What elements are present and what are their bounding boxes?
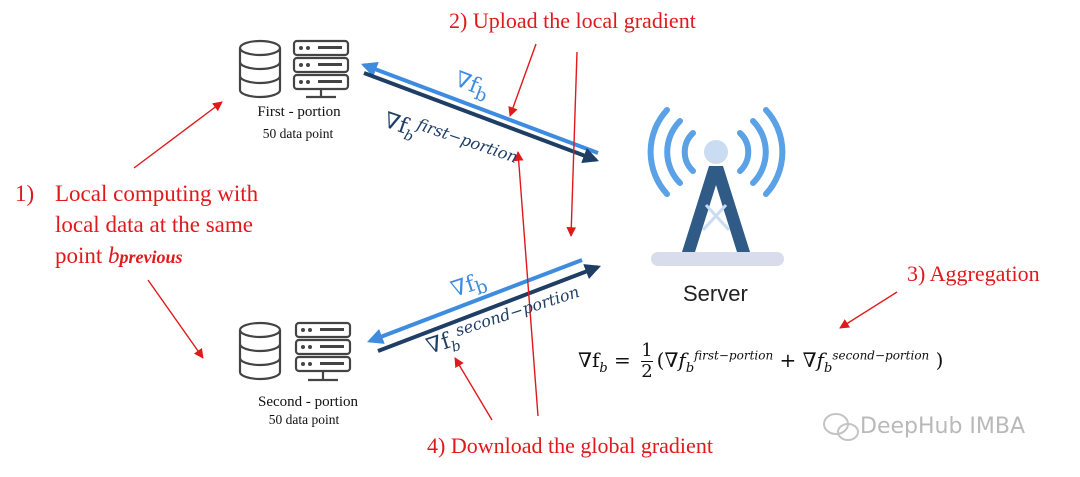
download-step-label: 4) Download the global gradient (427, 433, 713, 458)
formula-sub2: b (824, 361, 833, 376)
formula-sub1: b (685, 361, 695, 376)
rack-lights (301, 328, 344, 366)
formula-open: (∇ (656, 348, 679, 372)
local-line-1: Local computing with (55, 181, 259, 206)
database-icon (238, 321, 282, 381)
watermark: DeepHub IMBA (860, 414, 1026, 439)
client-first-data: 50 data point (262, 126, 334, 141)
client-first-name: First - portion (257, 104, 341, 120)
annotation-arrow (508, 43, 537, 117)
formula-close: ) (929, 348, 944, 372)
server-rack-icon (294, 321, 352, 382)
download-arrow-top (361, 62, 599, 155)
annotation-arrow (454, 357, 493, 421)
database-icon (238, 39, 282, 99)
client-second-name: Second - portion (258, 394, 358, 410)
numerator: 1 (641, 340, 653, 362)
variable-b-subscript: previous (119, 247, 183, 267)
formula-f2: f (816, 348, 825, 372)
formula-f1: f (678, 348, 686, 372)
server-label: Server (683, 281, 748, 306)
download-arrow-bottom (367, 258, 583, 344)
annotation-arrow (839, 291, 898, 329)
aggregation-step-label: 3) Aggregation (907, 261, 1040, 286)
rack-lights (299, 46, 342, 84)
formula-lhs: ∇f (578, 348, 600, 372)
server-tower-icon (647, 107, 786, 266)
formula-sup2: second−portion (832, 348, 930, 363)
local-line-2: local data at the same (55, 212, 253, 237)
client-second-data: 50 data point (268, 412, 340, 427)
annotation-arrow (147, 279, 204, 359)
formula-sup1: first−portion (694, 348, 774, 363)
step-number: 1) (15, 181, 35, 206)
annotation-arrow (133, 101, 223, 169)
server-rack-icon (292, 39, 350, 99)
formula-eq: = (607, 348, 638, 372)
formula-plus: + ∇ (773, 348, 817, 372)
upload-arrow-top (363, 71, 599, 163)
denominator: 2 (641, 361, 653, 382)
upload-step-label: 2) Upload the local gradient (449, 8, 696, 33)
formula-lhs-sub: b (599, 361, 608, 376)
annotation-arrow (513, 151, 539, 417)
upload-arrow-bottom (377, 264, 601, 353)
local-computing-text: Local computing with local data at the s… (55, 178, 295, 273)
local-line-3: point (55, 243, 109, 268)
variable-b: b (108, 243, 120, 268)
wechat-icon (823, 413, 859, 441)
annotation-arrow (566, 51, 578, 237)
